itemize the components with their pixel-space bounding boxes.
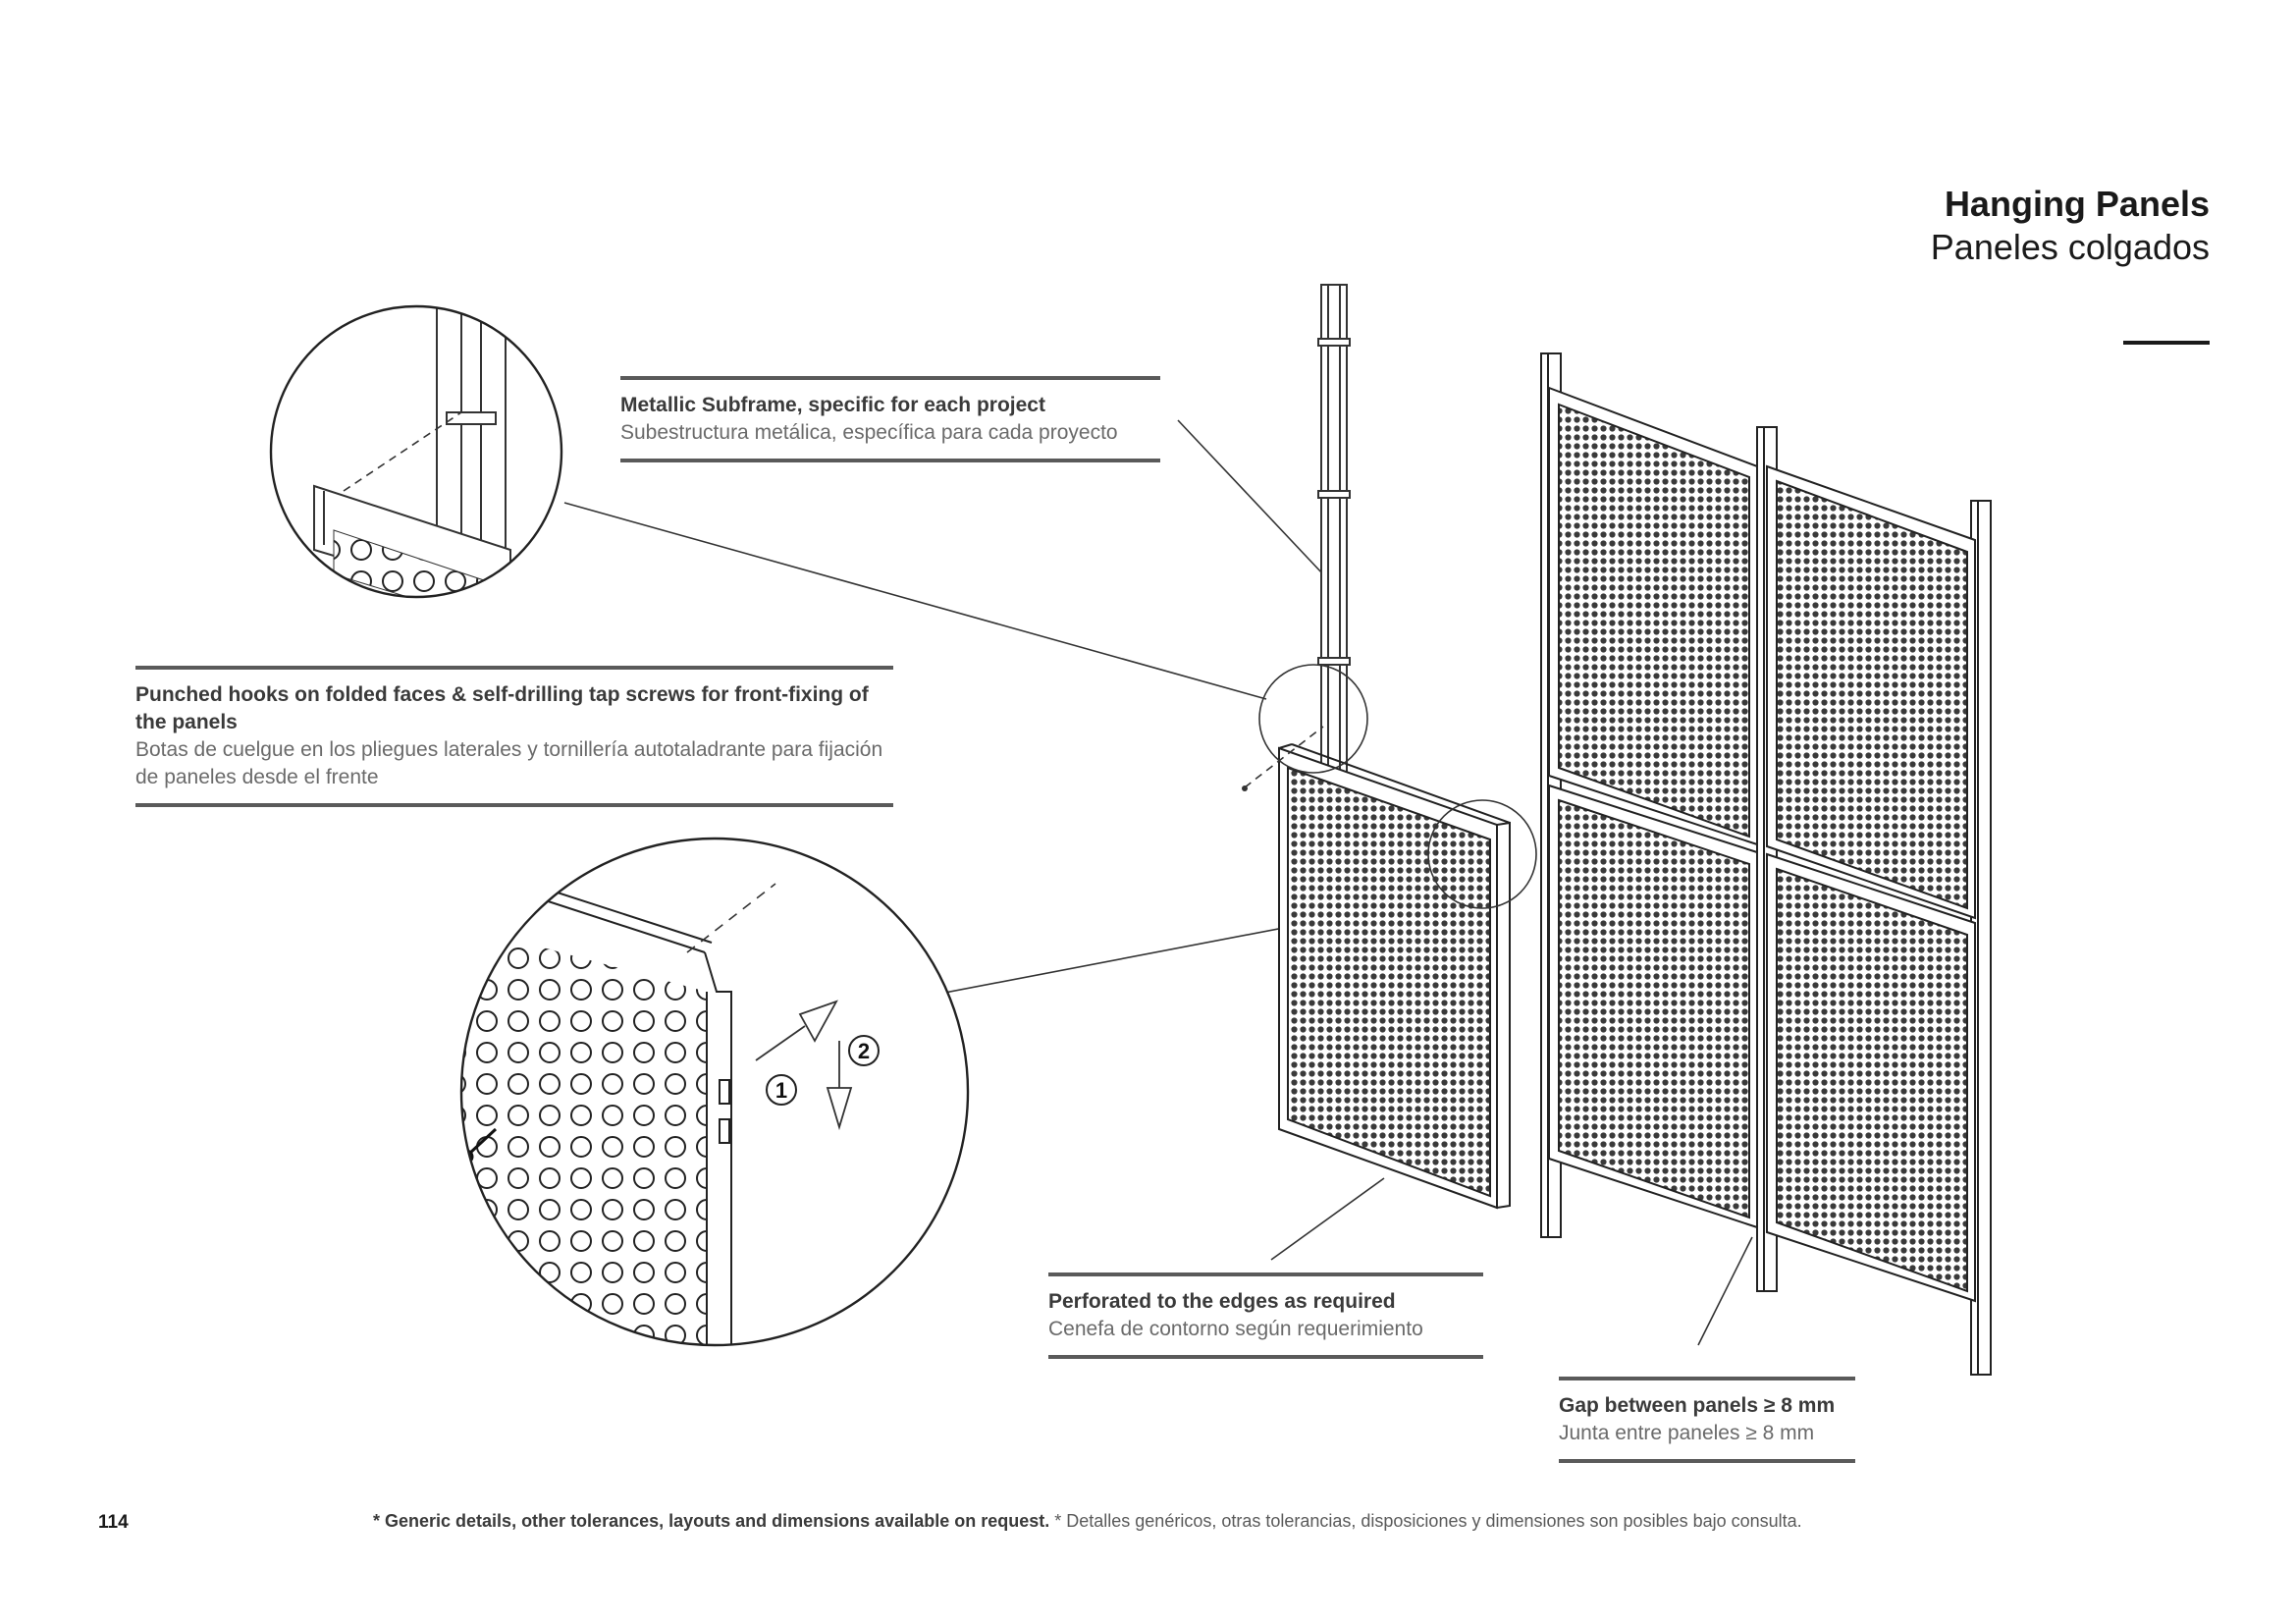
detail-top [271,306,561,597]
callout-gap: Gap between panels ≥ 8 mm Junta entre pa… [1559,1377,1855,1463]
footer-note-es: * Detalles genéricos, otras tolerancias,… [1054,1511,1802,1531]
footer-note: * Generic details, other tolerances, lay… [373,1511,1802,1532]
leader-lines [563,419,1753,1346]
callout-subframe-es: Subestructura metálica, específica para … [620,421,1118,444]
callout-perforated: Perforated to the edges as required Cene… [1048,1272,1483,1359]
page-title: Hanging Panels [1944,184,2210,224]
title-block: Hanging Panels Paneles colgados [1931,183,2210,269]
detail-bottom: 1 2 [461,839,968,1345]
title-rule [2123,341,2210,345]
step-1-label: 1 [775,1078,787,1103]
callout-subframe: Metallic Subframe, specific for each pro… [620,376,1160,462]
callout-gap-es: Junta entre paneles ≥ 8 mm [1559,1422,1815,1444]
hanging-panel [1278,743,1511,1210]
callout-subframe-en: Metallic Subframe, specific for each pro… [620,394,1045,416]
callout-hooks-en: Punched hooks on folded faces & self-dri… [135,683,869,733]
callout-gap-en: Gap between panels ≥ 8 mm [1559,1394,1836,1417]
callout-hooks: Punched hooks on folded faces & self-dri… [135,666,893,807]
callout-perforated-es: Cenefa de contorno según requerimiento [1048,1318,1423,1340]
footer-note-en: * Generic details, other tolerances, lay… [373,1511,1050,1531]
page-number: 114 [98,1512,129,1533]
panel-assembly [1540,352,1992,1376]
callout-perforated-en: Perforated to the edges as required [1048,1290,1396,1313]
subframe-rail [1317,284,1351,777]
step-2-label: 2 [858,1039,870,1063]
page-subtitle: Paneles colgados [1930,227,2210,267]
callout-hooks-es: Botas de cuelgue en los pliegues lateral… [135,738,883,788]
